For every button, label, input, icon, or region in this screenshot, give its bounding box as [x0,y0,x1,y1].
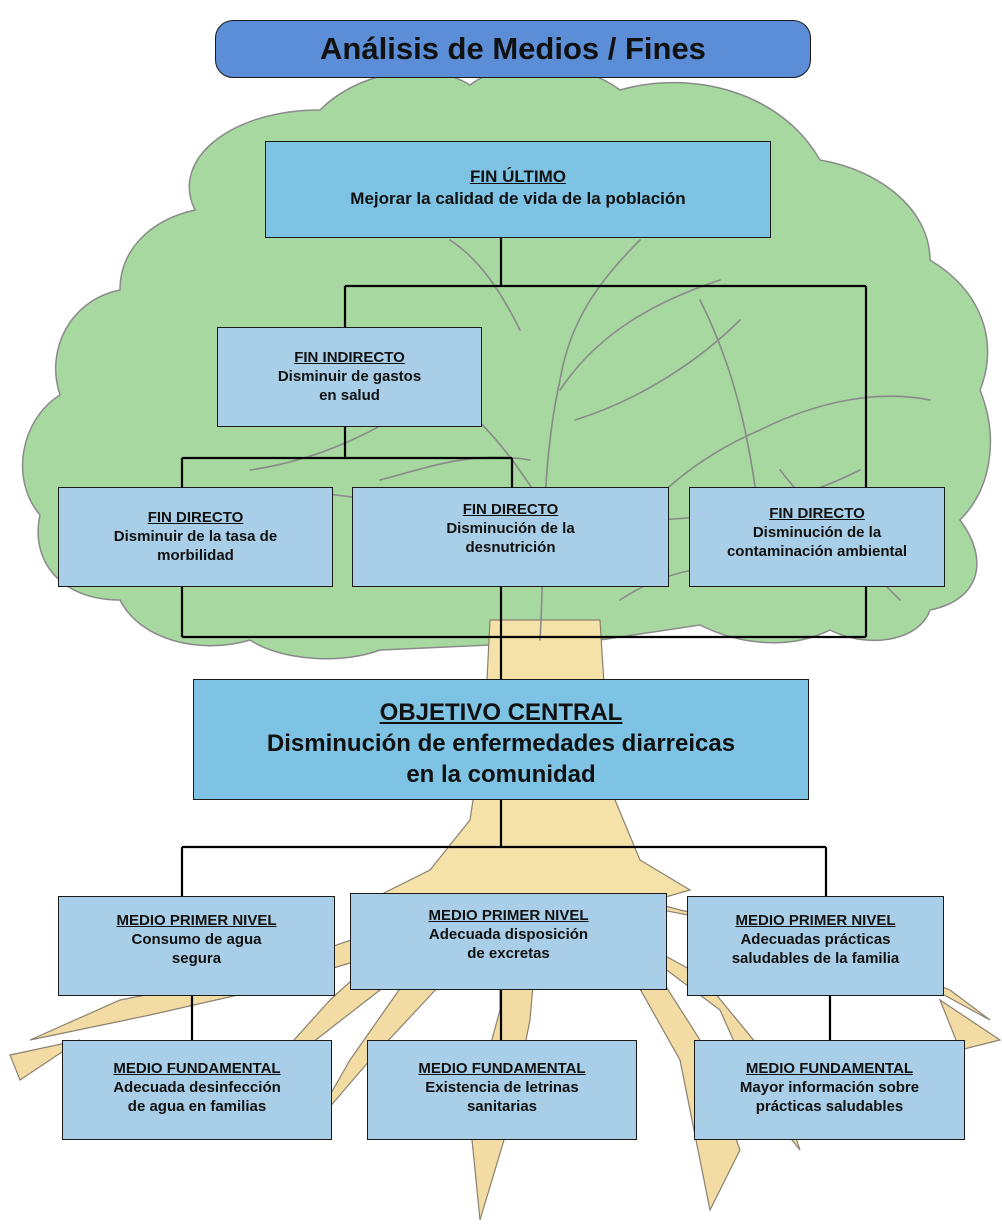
medio-primer-nivel-line2: segura [171,950,222,967]
diagram-title: Análisis de Medios / Fines [215,20,811,78]
medio-fundamental-box: MEDIO FUNDAMENTAL Adecuada desinfección … [62,1040,332,1140]
fin-directo-line1: Disminuir de la tasa de [113,528,278,545]
medio-fundamental-line1: Adecuada desinfección [113,1079,281,1096]
medio-primer-nivel-heading: MEDIO PRIMER NIVEL [116,912,277,929]
medio-fundamental-heading: MEDIO FUNDAMENTAL [418,1060,586,1077]
objetivo-central-line2: en la comunidad [406,761,596,788]
medio-fundamental-heading: MEDIO FUNDAMENTAL [745,1060,914,1077]
fin-directo-line2: desnutrición [465,539,556,556]
medio-fundamental-line1: Mayor información sobre [739,1079,920,1096]
fin-directo-box: FIN DIRECTO Disminución de la contaminac… [689,487,945,587]
fin-ultimo-box: FIN ÚLTIMO Mejorar la calidad de vida de… [265,141,771,238]
fin-directo-box: FIN DIRECTO Disminuir de la tasa de morb… [58,487,333,587]
fin-indirecto-heading: FIN INDIRECTO [294,349,405,366]
medio-fundamental-line2: prácticas saludables [755,1098,904,1115]
fin-directo-heading: FIN DIRECTO [462,501,559,518]
medio-fundamental-line2: de agua en familias [127,1098,267,1115]
medio-primer-nivel-line2: saludables de la familia [731,950,900,967]
fin-directo-heading: FIN DIRECTO [147,509,244,526]
medio-fundamental-box: MEDIO FUNDAMENTAL Mayor información sobr… [694,1040,965,1140]
medio-primer-nivel-box: MEDIO PRIMER NIVEL Consumo de agua segur… [58,896,335,996]
objetivo-central-heading: OBJETIVO CENTRAL [379,699,623,726]
medio-fundamental-box: MEDIO FUNDAMENTAL Existencia de letrinas… [367,1040,637,1140]
fin-directo-box: FIN DIRECTO Disminución de la desnutrici… [352,487,669,587]
medio-primer-nivel-heading: MEDIO PRIMER NIVEL [735,912,896,929]
objetivo-central-line1: Disminución de enfermedades diarreicas [266,730,736,757]
fin-directo-heading: FIN DIRECTO [769,505,865,522]
fin-ultimo-text: Mejorar la calidad de vida de la poblaci… [350,189,686,208]
fin-directo-line1: Disminución de la [446,520,575,537]
fin-indirecto-box: FIN INDIRECTO Disminuir de gastos en sal… [217,327,482,427]
medio-primer-nivel-line1: Adecuada disposición [428,926,589,943]
medio-primer-nivel-box: MEDIO PRIMER NIVEL Adecuadas prácticas s… [687,896,944,996]
medio-fundamental-heading: MEDIO FUNDAMENTAL [113,1060,281,1077]
fin-directo-line1: Disminución de la [752,524,882,541]
medio-primer-nivel-box: MEDIO PRIMER NIVEL Adecuada disposición … [350,893,667,990]
fin-directo-line2: morbilidad [157,547,234,564]
fin-directo-line2: contaminación ambiental [726,543,908,560]
medio-fundamental-line1: Existencia de letrinas [425,1079,579,1096]
fin-indirecto-line2: en salud [319,387,380,404]
medio-fundamental-line2: sanitarias [466,1098,538,1115]
fin-ultimo-heading: FIN ÚLTIMO [470,167,566,186]
medio-primer-nivel-line1: Consumo de agua [131,931,262,948]
medio-primer-nivel-heading: MEDIO PRIMER NIVEL [428,907,589,924]
fin-indirecto-line1: Disminuir de gastos [277,368,422,385]
medio-primer-nivel-line2: de excretas [467,945,550,962]
medio-primer-nivel-line1: Adecuadas prácticas [740,931,891,948]
objetivo-central-box: OBJETIVO CENTRAL Disminución de enfermed… [193,679,809,800]
